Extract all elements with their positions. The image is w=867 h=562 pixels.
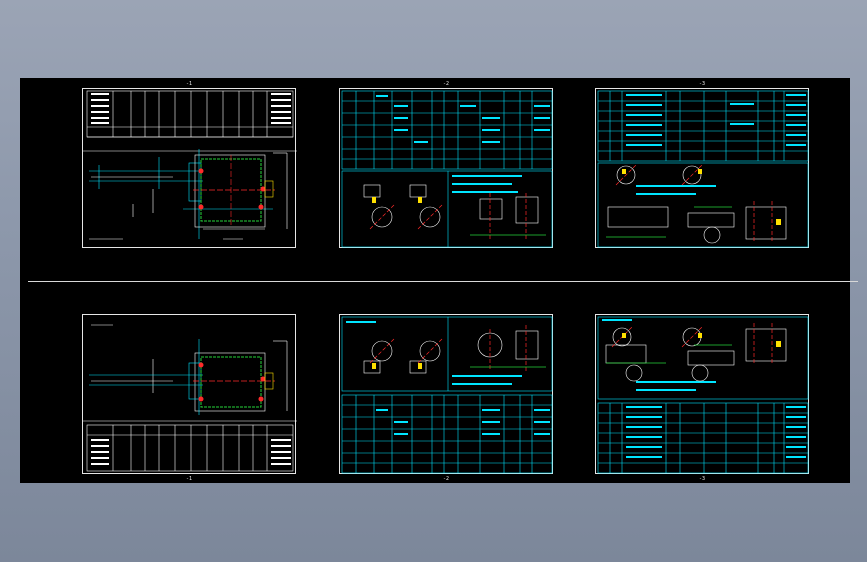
sheet-graphics — [597, 90, 809, 248]
sheet-graphics — [341, 90, 553, 248]
drawing-sheet-bottom-left[interactable]: -1 — [82, 314, 297, 482]
sheet-graphics — [597, 316, 809, 474]
sheet-caption: -1 — [185, 81, 193, 87]
cad-drawing-canvas[interactable]: -1 — [20, 78, 858, 483]
sheet-caption: -2 — [442, 476, 450, 482]
drawing-sheet-top-middle[interactable]: -2 — [339, 81, 553, 248]
drawing-sheet-bottom-right[interactable]: -3 — [595, 314, 809, 482]
sheet-caption: -3 — [698, 476, 706, 482]
drawing-sheet-bottom-middle[interactable]: -2 — [339, 314, 553, 482]
drawing-sheet-top-left[interactable]: -1 — [82, 81, 297, 248]
drawing-sheet-top-right[interactable]: -3 — [595, 81, 809, 248]
sheet-caption: -2 — [442, 81, 450, 87]
sheet-divider-line — [28, 281, 858, 282]
sheet-graphics — [83, 90, 297, 240]
sheet-caption: -1 — [185, 476, 193, 482]
sheet-graphics — [83, 324, 297, 472]
sheet-caption: -3 — [698, 81, 706, 87]
sheet-graphics — [341, 316, 553, 474]
